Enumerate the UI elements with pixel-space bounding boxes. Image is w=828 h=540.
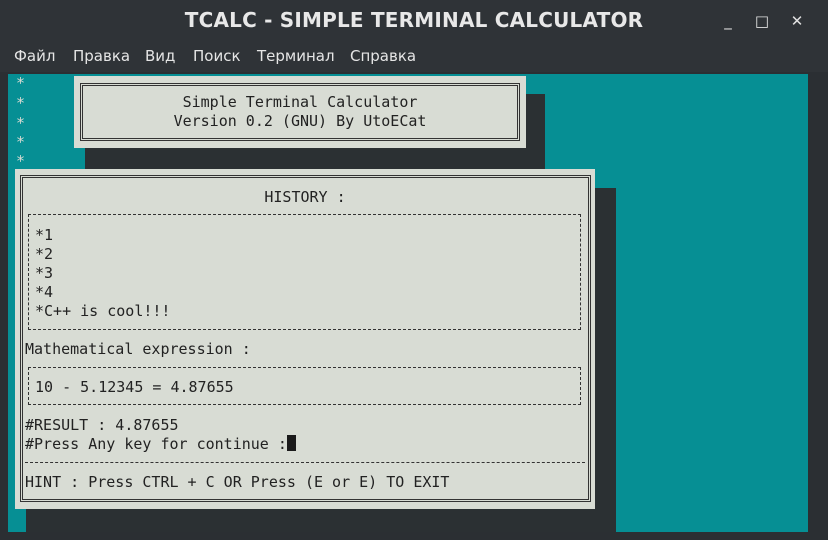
star-marker: * — [16, 74, 26, 92]
menu-file[interactable]: Файл — [14, 47, 56, 65]
star-marker: * — [16, 94, 26, 112]
banner-version: Version 0.2 (GNU) By UtoECat — [173, 112, 427, 130]
calculator-border — [20, 175, 591, 502]
terminal-area[interactable]: * * * * * Simple Terminal Calculator Ver… — [8, 74, 808, 532]
banner-title: Simple Terminal Calculator — [182, 93, 418, 111]
prompt-text: #Press Any key for continue : — [25, 435, 287, 453]
text-cursor — [286, 435, 296, 451]
history-entry: *2 — [35, 245, 54, 263]
expression-box[interactable] — [28, 367, 581, 405]
menu-help[interactable]: Справка — [350, 47, 417, 65]
minimize-button[interactable]: _ — [724, 12, 732, 30]
result-text: #RESULT : 4.87655 — [25, 416, 179, 434]
expression-value: 10 - 5.12345 = 4.87655 — [35, 378, 234, 396]
menu-edit[interactable]: Правка — [73, 47, 131, 65]
history-entry: *C++ is cool!!! — [35, 302, 171, 320]
calculator-panel: HISTORY : *1 *2 *3 *4 *C++ is cool!!! Ma… — [15, 169, 595, 509]
banner-panel: Simple Terminal Calculator Version 0.2 (… — [74, 76, 526, 148]
title-bar: TCALC - SIMPLE TERMINAL CALCULATOR _ □ ✕ — [0, 0, 828, 42]
history-entry: *4 — [35, 283, 54, 301]
star-marker: * — [16, 152, 26, 170]
menu-bar: Файл Правка Вид Поиск Терминал Справка — [0, 42, 828, 72]
star-marker: * — [16, 114, 26, 132]
expression-label: Mathematical expression : — [25, 340, 251, 358]
menu-view[interactable]: Вид — [145, 47, 176, 65]
menu-search[interactable]: Поиск — [193, 47, 241, 65]
prompt-line: #Press Any key for continue : — [25, 435, 296, 454]
divider — [25, 462, 585, 463]
history-box — [28, 214, 581, 330]
star-marker: * — [16, 133, 26, 151]
banner-border — [80, 83, 520, 141]
history-entry: *3 — [35, 264, 54, 282]
history-entry: *1 — [35, 226, 54, 244]
maximize-button[interactable]: □ — [754, 12, 770, 30]
hint-text: HINT : Press CTRL + C OR Press (E or E) … — [25, 473, 450, 491]
menu-terminal[interactable]: Терминал — [257, 47, 335, 65]
history-title: HISTORY : — [264, 188, 346, 206]
close-button[interactable]: ✕ — [790, 12, 804, 30]
window-title: TCALC - SIMPLE TERMINAL CALCULATOR — [184, 8, 644, 32]
